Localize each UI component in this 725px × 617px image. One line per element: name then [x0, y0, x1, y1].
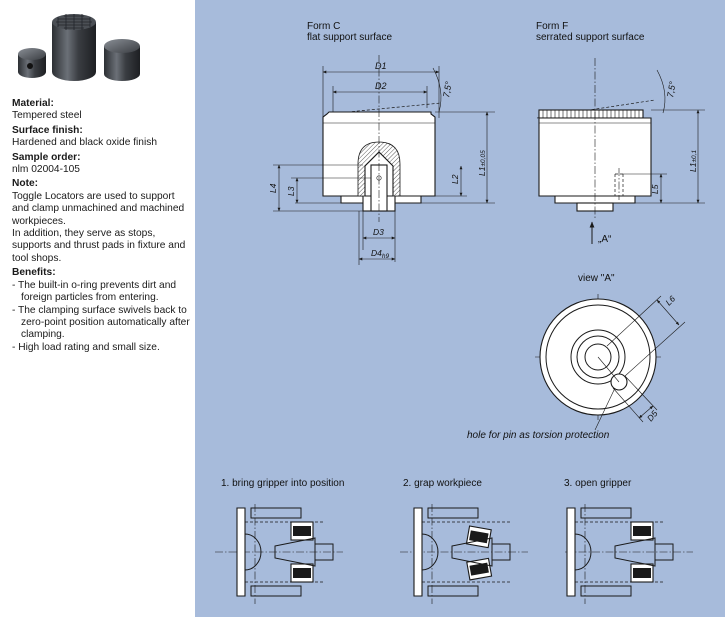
product-photo: [18, 14, 140, 81]
step-3-label: 3. open gripper: [564, 478, 632, 489]
form-f-drawing: 7,5°: [536, 58, 705, 245]
angle-label-f: 7,5°: [665, 80, 678, 98]
left-column: Material: Tempered steel Surface finish:…: [0, 0, 190, 617]
technical-drawing: Form C flat support surface Form F serra…: [215, 21, 705, 604]
sample-label: Sample order:: [12, 151, 81, 163]
form-c-subtitle: flat support surface: [307, 32, 392, 43]
benefit-item: - The built-in o-ring prevents dirt and …: [12, 279, 177, 304]
finish-value: Hardened and black oxide finish: [12, 137, 157, 149]
note-text-1: Toggle Locators are used to support and …: [12, 190, 185, 227]
small-locator-image: [18, 48, 46, 78]
form-c-title: Form C: [307, 21, 340, 32]
note-label: Note:: [12, 178, 39, 190]
dim-l1-c-name: L1: [477, 166, 487, 176]
step-1-diagram: [215, 504, 343, 604]
dim-l1-f-label: L1±0,1: [688, 150, 698, 172]
dim-d4-label: D4h9: [371, 248, 389, 260]
dim-l3-label: L3: [286, 186, 296, 196]
view-a-drawing: L6 D5: [535, 293, 686, 431]
benefits-list: - The built-in o-ring prevents dirt and …: [12, 280, 190, 354]
angle-label: 7,5°: [441, 80, 454, 98]
form-f-title: Form F: [536, 21, 568, 32]
view-a-arrow-label: „A“: [598, 234, 611, 245]
finish-label: Surface finish:: [12, 124, 83, 136]
dim-d1-label: D1: [375, 61, 387, 71]
dim-l4-label: L4: [268, 183, 278, 193]
form-c-drawing: D1 D2 7,5°: [268, 55, 495, 265]
benefit-item: - High load rating and small size.: [12, 341, 160, 353]
hole-note: hole for pin as torsion protection: [467, 430, 610, 441]
dim-l1-f-name: L1: [688, 162, 698, 172]
dim-l6-label: L6: [663, 293, 677, 307]
sample-value: nlm 02004-105: [12, 164, 80, 176]
dim-d2-label: D2: [375, 81, 387, 91]
step-1-label: 1. bring gripper into position: [221, 478, 344, 489]
note-text-2: In addition, they serve as stops, suppor…: [12, 228, 186, 264]
step-3-diagram: [565, 504, 693, 604]
dim-l1-f-tol: ±0,1: [691, 150, 698, 163]
dim-l5-label: L5: [650, 184, 660, 194]
large-locator-image: [52, 14, 96, 81]
benefits-label: Benefits:: [12, 267, 56, 279]
spec-list: Material: Tempered steel Surface finish:…: [12, 96, 190, 354]
view-a-title: view "A": [578, 273, 615, 284]
dim-d3-label: D3: [373, 227, 384, 237]
dim-d4-tol: h9: [382, 253, 390, 260]
material-value: Tempered steel: [12, 110, 82, 122]
form-f-subtitle: serrated support surface: [536, 32, 645, 43]
drawing-panel: Form C flat support surface Form F serra…: [195, 0, 725, 617]
medium-locator-image: [104, 39, 140, 81]
dim-l1-c-tol: ±0,05: [480, 150, 487, 167]
dim-d4-name: D4: [371, 248, 382, 258]
dim-l1-c-label: L1±0,05: [477, 150, 487, 176]
material-label: Material:: [12, 98, 54, 109]
benefit-item: - The clamping surface swivels back to z…: [12, 304, 190, 341]
step-2-diagram: [400, 504, 528, 604]
dim-l2-label: L2: [450, 174, 460, 184]
dim-d5-label: D5: [645, 408, 660, 423]
step-2-label: 2. grap workpiece: [403, 478, 482, 489]
